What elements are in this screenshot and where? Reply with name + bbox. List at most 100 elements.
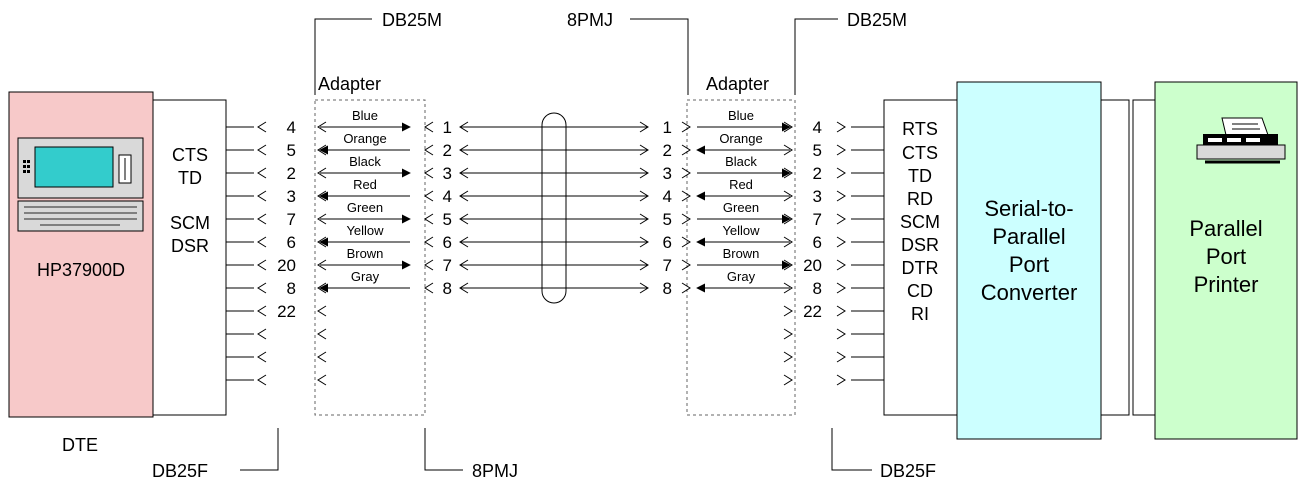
adapter-right-label: Adapter [706,74,769,94]
top-labels: DB25M 8PMJ DB25M [314,10,907,95]
left-adapter-chevron [317,305,327,317]
cable-right-chevron [639,236,649,248]
right-adapter-chevron [783,328,793,340]
label-db25m-left: DB25M [382,10,442,30]
right-pin-chevron [836,328,846,340]
cable-left-chevron [459,144,469,156]
right-rj-pin-number: 1 [663,118,672,137]
left-rj-chevron [424,259,434,271]
right-signal: CTS [902,143,938,163]
left-rj-pin-number: 1 [443,118,452,137]
right-rj-chevron [681,144,691,156]
right-adapter-chevron [783,305,793,317]
left-pin-chevron [257,213,267,225]
right-rj-pin-number: 7 [663,256,672,275]
left-pin-chevron [257,190,267,202]
cable-jacket [541,112,567,304]
left-pin-chevron [257,236,267,248]
right-db25-pin-number: 3 [813,187,822,206]
adapter-right-box [686,99,796,416]
cable-left-chevron [459,259,469,271]
left-pin-chevron [257,351,267,363]
left-pin-chevron [257,328,267,340]
right-pin-chevron [836,121,846,133]
left-pin-chevron [257,167,267,179]
printer-label-line: Printer [1194,272,1259,297]
right-signal: CD [907,281,933,301]
left-db25-pin-number: 22 [277,302,296,321]
left-pin-chevron [257,282,267,294]
cable-left-chevron [459,167,469,179]
right-adapter-chevron [783,190,793,202]
left-wire-color-label: Blue [352,108,378,123]
right-wire-color-label: Red [729,177,753,192]
label-db25f-left: DB25F [152,461,208,481]
right-rj-pin-number: 5 [663,210,672,229]
left-wire-color-label: Brown [347,246,384,261]
left-rj-pin-number: 4 [443,187,452,206]
left-pin-chevron [257,144,267,156]
cable-left-chevron [459,213,469,225]
right-wire-color-label: Yellow [722,223,760,238]
cable-left-chevron [459,236,469,248]
right-pin-chevron [836,282,846,294]
left-rj-chevron [424,144,434,156]
right-db25-pin-number: 4 [813,118,822,137]
right-signal: RI [911,304,929,324]
right-wire-color-label: Brown [723,246,760,261]
right-rj-chevron [681,282,691,294]
cable-right-chevron [639,144,649,156]
cable-right-chevron [639,167,649,179]
right-rj-pin-number: 8 [663,279,672,298]
left-pin-chevron [257,259,267,271]
left-db25-pin-number: 8 [287,279,296,298]
parallel-connector-box [1132,99,1156,416]
bottom-labels: DB25F 8PMJ DB25F [152,428,936,481]
left-pin-chevron [257,374,267,386]
left-wire-color-label: Orange [343,131,386,146]
right-rj-pin-number: 6 [663,233,672,252]
left-wire-color-label: Black [349,154,381,169]
left-adapter-chevron [317,351,327,363]
left-pin-chevron [257,121,267,133]
parallel-connector-box [1100,99,1130,416]
right-pin-chevron [836,144,846,156]
printer-label-line: Port [1206,244,1246,269]
cable-right-chevron [639,213,649,225]
left-adapter-chevron [317,121,327,133]
right-rj-chevron [681,190,691,202]
right-adapter-chevron [783,351,793,363]
left-signal-labels: CTS TD SCM DSR [170,145,210,256]
right-pin-chevron [836,374,846,386]
right-wire-color-label: Orange [719,131,762,146]
right-rj-chevron [681,236,691,248]
left-rj-chevron [424,167,434,179]
left-rj-chevron [424,213,434,225]
right-rj-chevron [681,121,691,133]
label-db25f-right: DB25F [880,461,936,481]
terminal-keyboard [17,200,144,232]
right-connector-box [883,99,958,416]
left-db25-pin-number: 6 [287,233,296,252]
right-db25-pin-number: 20 [803,256,822,275]
converter-label-line: Parallel [992,224,1065,249]
right-db25-pin-number: 22 [803,302,822,321]
left-signal: SCM [170,213,210,233]
right-pin-chevron [836,167,846,179]
right-signal: RD [907,189,933,209]
converter-label-line: Converter [981,280,1078,305]
cable-right-chevron [639,282,649,294]
left-db25-pin-number: 4 [287,118,296,137]
left-adapter-chevron [317,167,327,179]
left-signal: TD [178,168,202,188]
right-wire-color-label: Gray [727,269,756,284]
right-rj-chevron [681,213,691,225]
left-rj-pin-number: 5 [443,210,452,229]
left-db25-pin-number: 7 [287,210,296,229]
cable-left-chevron [459,121,469,133]
left-rj-pin-number: 7 [443,256,452,275]
converter-label-line: Port [1009,252,1049,277]
adapter-left-box [314,99,426,416]
